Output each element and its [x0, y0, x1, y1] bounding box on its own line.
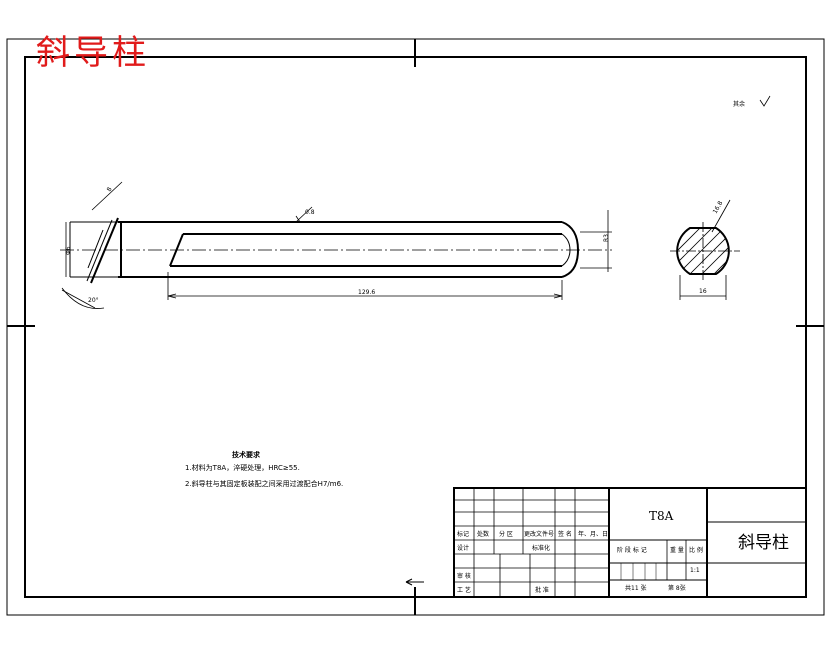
dim-surface-mark: 0.8	[305, 209, 315, 216]
header-mark: 标记	[457, 531, 470, 538]
pin-main-view	[60, 217, 612, 284]
stage-mark-label: 阶 段 标 记	[617, 547, 647, 554]
dim-diameter-left: Φ6	[65, 246, 72, 255]
sheet-total: 共11 张	[625, 585, 647, 592]
row-process: 工 艺	[457, 587, 471, 594]
tech-heading: 技术要求	[232, 451, 260, 459]
scale-value: 1:1	[690, 567, 700, 574]
part-name: 斜导柱	[738, 533, 789, 553]
header-count: 处数	[477, 531, 490, 538]
main-dimension-lines	[61, 181, 612, 309]
centering-marks	[7, 39, 824, 615]
header-date: 年、月、日	[578, 531, 609, 538]
header-sign: 签 名	[558, 531, 572, 538]
pin-section-view	[670, 199, 740, 300]
row-design: 设计	[457, 545, 470, 552]
outer-border	[6, 38, 825, 616]
scale-label: 比 例	[689, 547, 703, 554]
row-review: 审 核	[457, 573, 471, 580]
dim-length: 129.6	[358, 289, 375, 296]
dim-section-width: 16	[699, 288, 707, 295]
header-doc-no: 更改文件号	[524, 531, 555, 538]
dim-chamfer: 8	[106, 186, 114, 193]
sheet-number: 第 8张	[668, 585, 686, 592]
dim-angle: 20°	[88, 297, 99, 304]
row-approve: 批 准	[535, 587, 549, 594]
centering-arrows	[405, 325, 812, 586]
roughness-note: 其余	[733, 100, 745, 108]
dim-end-radius: R3	[603, 234, 610, 242]
header-zone: 分 区	[499, 531, 513, 538]
title-block-grid	[453, 487, 807, 598]
tech-line-2: 2.斜导柱与其固定板装配之间采用过渡配合H7/m6.	[185, 480, 344, 488]
weight-label: 重 量	[670, 547, 684, 554]
tech-line-1: 1.材料为T8A，淬硬处理，HRC≥55.	[185, 464, 300, 472]
material-label: T8A	[649, 509, 674, 523]
inner-border	[24, 56, 807, 598]
roughness-icon	[759, 95, 771, 107]
row-standard: 标准化	[532, 545, 551, 552]
stamp-title: 斜导柱	[36, 33, 150, 73]
